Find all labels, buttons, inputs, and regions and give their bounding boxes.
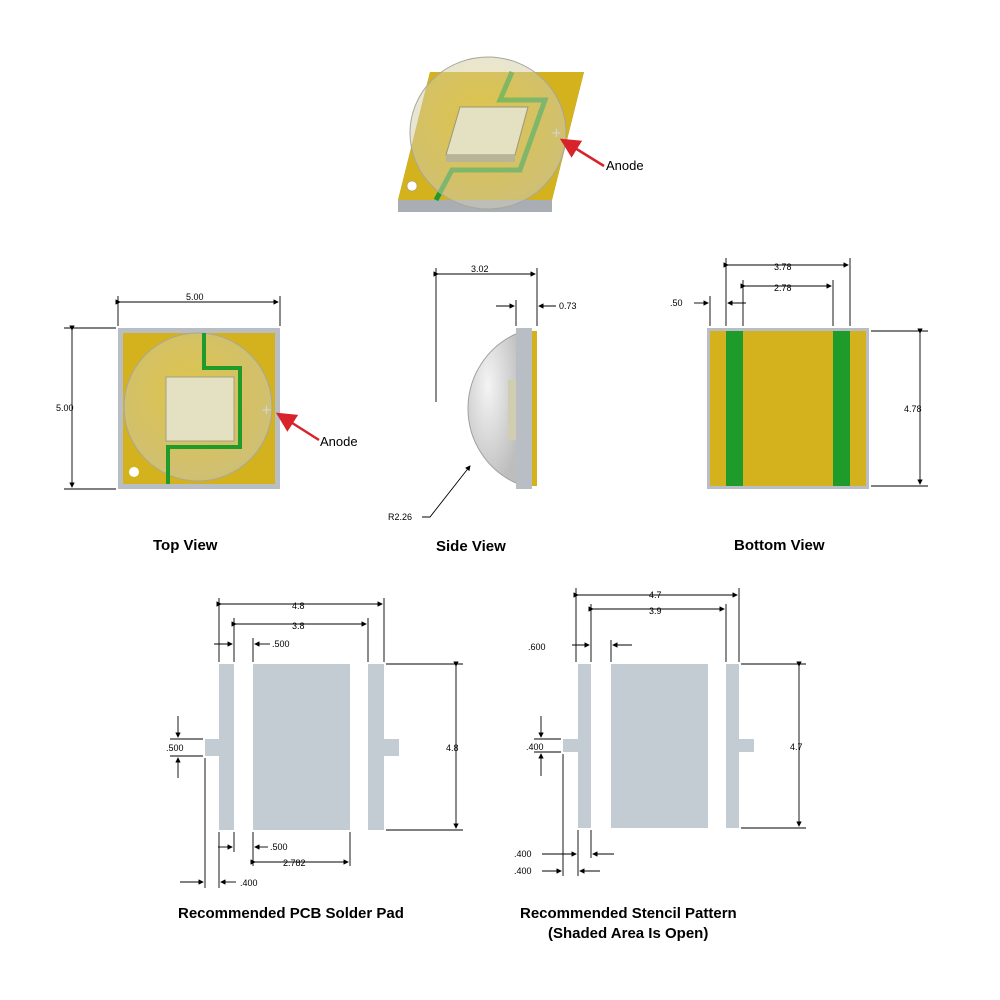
st-tab-right <box>738 739 754 752</box>
bottom-strip-left <box>726 331 743 486</box>
pcb-pad-right <box>368 664 384 830</box>
side-pad-layer <box>532 331 537 486</box>
dim-pcb-bot-gap: .500 <box>270 842 288 852</box>
iso-marker-hole <box>406 180 418 192</box>
pcb-pad-left <box>219 664 234 830</box>
top-anode-arrow <box>275 412 320 442</box>
dim-st-bot1: .400 <box>514 849 532 859</box>
pcb-pad-center <box>253 664 350 830</box>
top-trace <box>166 333 242 484</box>
dim-st-total: 4.7 <box>649 590 662 600</box>
iso-anode-mark: + <box>551 126 562 141</box>
dim-st-inner: 3.9 <box>649 606 662 616</box>
dim-pcb-strip-w: .400 <box>240 878 258 888</box>
stencil-pattern: 4.7 3.9 .600 .400 4.7 .400 .400 Recommen… <box>514 588 806 942</box>
st-pad-right <box>726 664 739 828</box>
side-view: 3.02 0.73 R2.26 Side View <box>388 264 577 555</box>
dim-bottom-inner: 2.78 <box>774 283 792 293</box>
iso-led-die-side <box>446 155 515 162</box>
top-anode-label: Anode <box>320 434 358 449</box>
dim-st-bot2: .400 <box>514 866 532 876</box>
dim-pcb-inner: 3.8 <box>292 621 305 631</box>
top-view: + Anode 5.00 5.00 Top View <box>56 292 358 554</box>
st-pad-center <box>611 664 708 828</box>
caption-side-view: Side View <box>436 538 506 555</box>
dim-st-gap: .600 <box>528 642 546 652</box>
caption-bottom-view: Bottom View <box>734 537 825 554</box>
bottom-strip-right <box>833 331 850 486</box>
dim-side-thickness: 0.73 <box>559 301 577 311</box>
top-anode-mark: + <box>261 403 272 418</box>
top-marker-hole <box>129 467 139 477</box>
pcb-solder-pad: 4.8 3.8 .500 .500 4.8 .500 2.782 <box>166 598 463 922</box>
dim-bottom-outer: 3.78 <box>774 262 792 272</box>
dim-bottom-height: 4.78 <box>904 404 922 414</box>
dim-st-height: 4.7 <box>790 742 803 752</box>
bottom-view: 3.78 2.78 .50 4.78 Bottom View <box>670 258 928 554</box>
dim-bottom-strip: .50 <box>670 298 683 308</box>
dim-side-radius: R2.26 <box>388 512 412 522</box>
dim-pcb-total: 4.8 <box>292 601 305 611</box>
isometric-view: + Anode <box>398 56 644 212</box>
dim-pcb-height: 4.8 <box>446 743 459 753</box>
dim-top-height: 5.00 <box>56 403 74 413</box>
dim-side-height: 3.02 <box>471 264 489 274</box>
dim-st-tab: .400 <box>526 742 544 752</box>
st-pad-left <box>578 664 591 828</box>
caption-pcb-pad: Recommended PCB Solder Pad <box>178 905 404 922</box>
pcb-tab-left <box>205 739 220 756</box>
iso-anode-arrow <box>559 138 605 168</box>
caption-top-view: Top View <box>153 537 218 554</box>
caption-stencil-line2: (Shaded Area Is Open) <box>548 925 708 942</box>
iso-led-die <box>445 106 529 156</box>
pcb-tab-right <box>383 739 399 756</box>
side-dome <box>467 332 519 485</box>
side-die <box>508 380 518 440</box>
top-led-die <box>165 376 235 442</box>
dim-top-width: 5.00 <box>186 292 204 302</box>
caption-stencil-line1: Recommended Stencil Pattern <box>520 905 737 922</box>
dim-pcb-tab: .500 <box>166 743 184 753</box>
dim-pcb-gap: .500 <box>272 639 290 649</box>
side-substrate <box>516 328 532 489</box>
st-tab-left <box>563 739 579 752</box>
dim-pcb-center-w: 2.782 <box>283 858 306 868</box>
iso-anode-label: Anode <box>606 158 644 173</box>
